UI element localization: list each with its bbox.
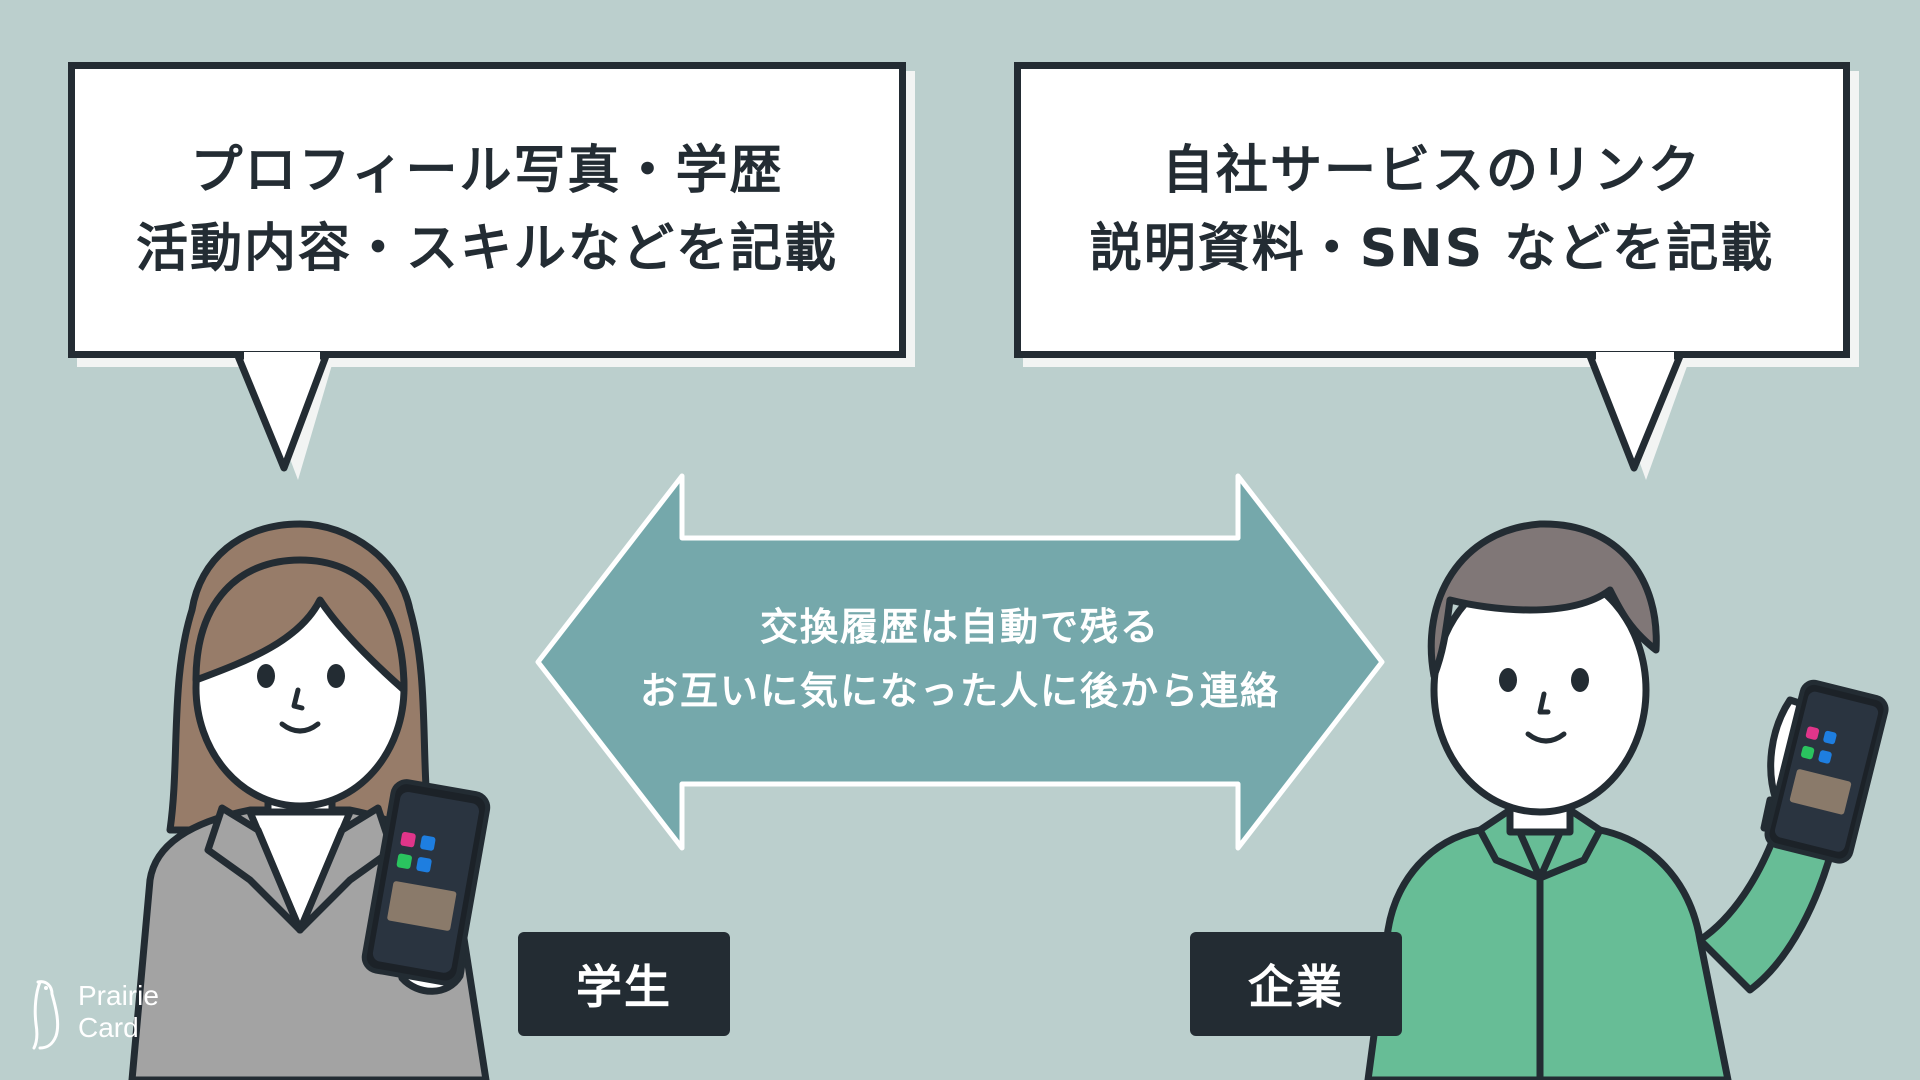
bubble-tail-company [1590, 352, 1690, 480]
arrow-text-line-2: お互いに気になった人に後から連絡 [560, 660, 1360, 715]
tag-company: 企業 [1190, 932, 1402, 1036]
arrow-text-line-1: 交換履歴は自動で残る [560, 596, 1360, 651]
brand-logo-line-1: Prairie [78, 980, 159, 1012]
brand-logo-line-2: Card [78, 1012, 159, 1044]
pony-logo-icon [34, 982, 58, 1048]
brand-logo: Prairie Card [78, 980, 159, 1044]
tag-student: 学生 [518, 932, 730, 1036]
bubble-tail-student [238, 352, 334, 480]
